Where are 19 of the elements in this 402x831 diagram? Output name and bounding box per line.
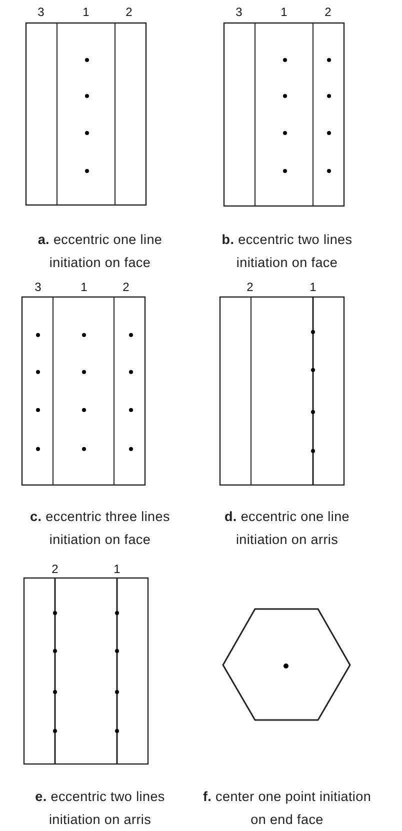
panel-caption: a. eccentric one line initiation on face — [36, 231, 164, 272]
section-number: 3 — [34, 280, 42, 294]
panel-caption: d. eccentric one line initiation on arris — [223, 508, 351, 549]
section-number: 1 — [280, 5, 288, 19]
section-number: 3 — [38, 5, 44, 19]
section-number: 1 — [310, 280, 316, 294]
section-number: 1 — [114, 562, 120, 576]
panel-caption: c. eccentric three lines initiation on face — [29, 508, 171, 549]
panel-caption: b. eccentric two lines initiation on face — [220, 231, 354, 272]
section-number: 1 — [82, 5, 90, 19]
section-number: 2 — [246, 280, 254, 294]
section-number: 2 — [52, 562, 58, 576]
section-number: 2 — [126, 5, 132, 19]
section-number: 2 — [122, 280, 130, 294]
section-number: 1 — [80, 280, 88, 294]
panel-caption: f. center one point initiation on end face — [202, 788, 372, 829]
panel-caption: e. eccentric two lines initiation on arris — [34, 788, 166, 829]
section-number: 2 — [324, 5, 332, 19]
section-number: 3 — [236, 5, 242, 19]
